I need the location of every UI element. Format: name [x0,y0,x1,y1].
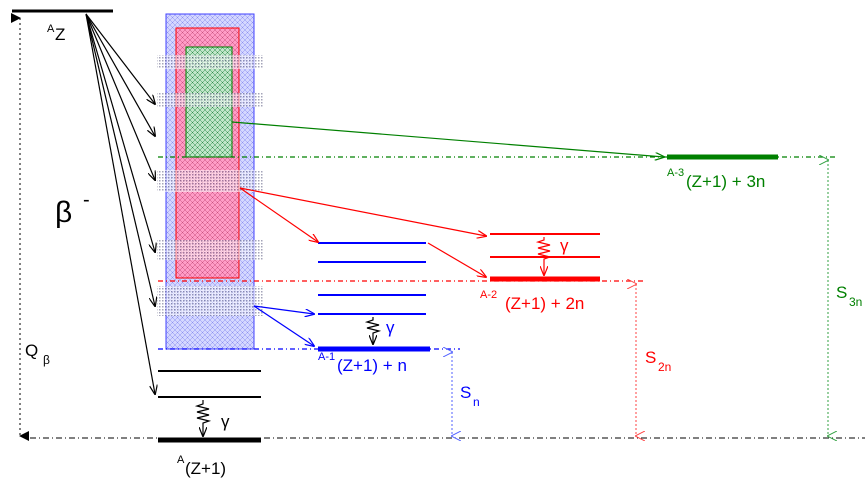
channel-1n-label: (Z+1) + n [337,356,407,375]
sn-sub: n [473,395,480,409]
beta-feed-arrow [85,13,155,136]
s3n-sub: 3n [849,295,862,309]
q-beta-label: Q [25,341,38,360]
neutron-emission-arrow [239,187,486,236]
parent-mass-sup: A [47,23,55,35]
beta-minus-sign: - [83,189,90,211]
level-band [157,170,263,192]
channel-2n-label: (Z+1) + 2n [505,294,584,313]
channel-3n-mass-sup: A-3 [667,167,684,179]
channel-3n-label: (Z+1) + 3n [686,172,765,191]
daughter-gamma-squiggle [194,400,212,436]
level-band [157,93,263,107]
level-band [157,240,263,260]
q-beta-sub: β [43,353,50,367]
channel-2n-mass-sup: A-2 [480,289,497,301]
level-band [157,286,263,316]
neutron-emission-arrow [231,121,664,157]
s3n-label: S [836,283,847,302]
parent-element: Z [55,25,65,44]
daughter-mass-sup: A [177,454,185,466]
channel-1n-gamma: γ [386,318,395,337]
level-band [157,55,263,69]
neutron-emission-arrow [253,305,314,346]
beta-feed-arrow [85,13,155,104]
sn-label: S [460,383,471,402]
neutron-emission-arrow [253,305,314,314]
channel-1n-gamma-squiggle [364,317,382,344]
beta-feed-arrow [85,13,155,252]
s2n-label: S [645,348,656,367]
beta-feed-arrow [85,13,155,180]
channel-2n-gamma-squiggle [535,237,553,275]
s2n-sub: 2n [658,360,671,374]
beta-feed-arrow [85,13,155,306]
daughter-label: (Z+1) [185,459,226,478]
neutron-emission-arrow [427,242,486,277]
daughter-gamma: γ [221,412,230,431]
neutron-emission-arrow [239,187,318,242]
channel-1n-mass-sup: A-1 [318,351,335,363]
beta-minus-label: β [55,196,72,229]
channel-2n-gamma: γ [560,236,569,255]
beta-feed-arrow [85,13,155,394]
